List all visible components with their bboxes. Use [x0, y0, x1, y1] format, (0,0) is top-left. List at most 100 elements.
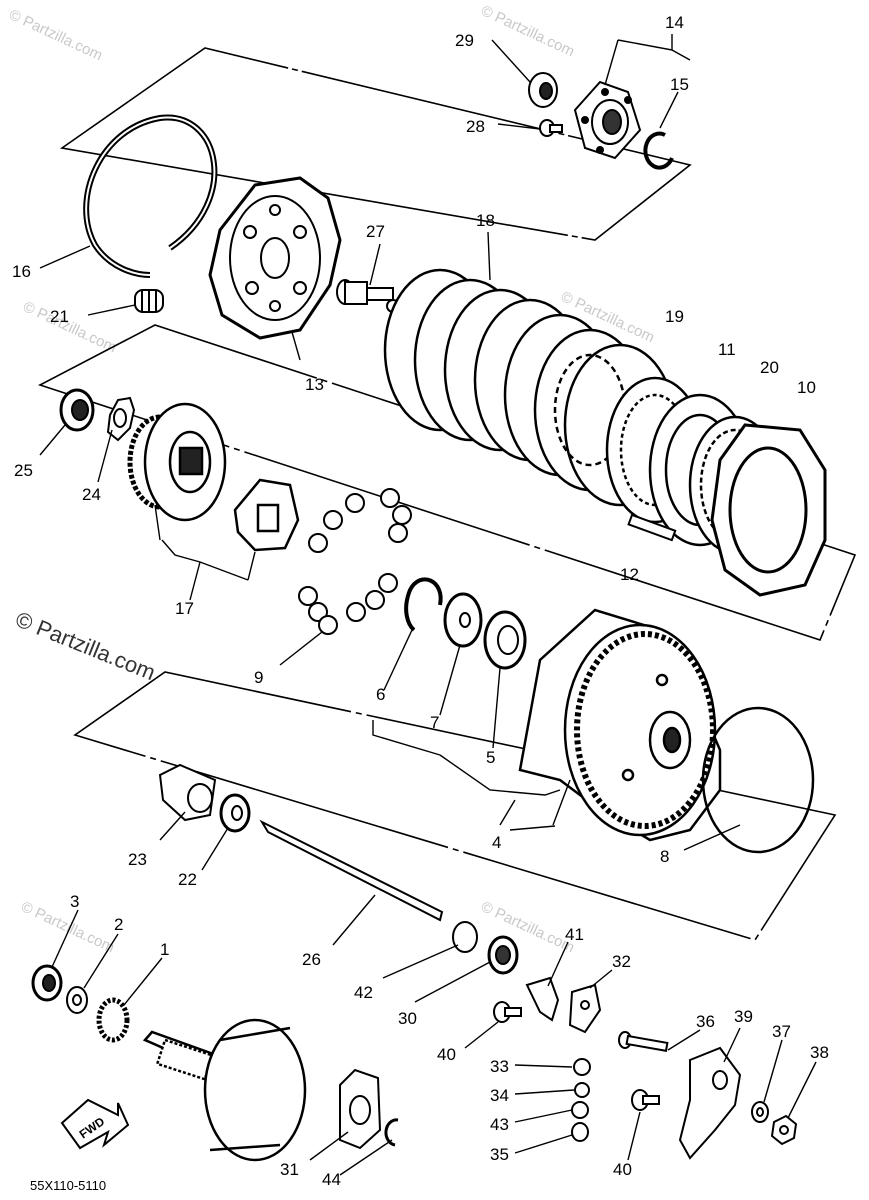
- part-33: [573, 1058, 591, 1076]
- diagram-code: 55X110-5110: [30, 1178, 106, 1193]
- callout-3: 3: [70, 892, 79, 911]
- callout-17: 17: [175, 599, 194, 618]
- part-bolt-36: [618, 1031, 669, 1052]
- part-bearing-3: [31, 964, 63, 1002]
- part-35: [571, 1122, 589, 1142]
- callout-41: 41: [565, 925, 584, 944]
- part-bolt-40b: [631, 1089, 660, 1111]
- part-lever-41: [525, 976, 560, 1022]
- callout-43: 43: [490, 1115, 509, 1134]
- part-43: [571, 1101, 589, 1119]
- callout-6: 6: [376, 685, 385, 704]
- callout-24: 24: [82, 485, 101, 504]
- part-circlip-15: [643, 131, 674, 170]
- watermark-faint: © Partzilla.com: [20, 298, 119, 356]
- callout-36: 36: [696, 1012, 715, 1031]
- callout-40b: 40: [613, 1160, 632, 1179]
- part-collar-23: [158, 763, 217, 822]
- callout-25: 25: [14, 461, 33, 480]
- part-bearing-29: [528, 72, 558, 108]
- part-plate-10: [710, 423, 827, 597]
- callout-23: 23: [128, 850, 147, 869]
- callout-35: 35: [490, 1145, 509, 1164]
- part-bolt-40a: [493, 1001, 522, 1023]
- part-pushrod-27: [336, 279, 400, 313]
- callout-34: 34: [490, 1086, 509, 1105]
- part-washer-37: [751, 1101, 769, 1123]
- part-rollers-9: [298, 488, 412, 635]
- assembly-outlines: [37, 47, 857, 941]
- callout-9: 9: [254, 668, 263, 687]
- part-washer-22: [219, 793, 251, 833]
- callout-15: 15: [670, 75, 689, 94]
- part-washer-7: [443, 592, 483, 648]
- callout-19: 19: [665, 307, 684, 326]
- watermark-faint: © Partzilla.com: [6, 6, 105, 64]
- part-washer-2: [66, 986, 88, 1014]
- callout-18: 18: [476, 211, 495, 230]
- callout-39: 39: [734, 1007, 753, 1026]
- callout-5: 5: [486, 748, 495, 767]
- callout-32: 32: [612, 952, 631, 971]
- callout-13: 13: [305, 375, 324, 394]
- callout-2: 2: [114, 915, 123, 934]
- part-pressure-plate-13: [208, 176, 342, 340]
- callout-27: 27: [366, 222, 385, 241]
- part-lever-31: [339, 1068, 382, 1150]
- callout-42: 42: [354, 983, 373, 1002]
- callout-44: 44: [322, 1170, 341, 1189]
- part-spring-21: [134, 289, 164, 313]
- callout-28: 28: [466, 117, 485, 136]
- callout-21: 21: [50, 307, 69, 326]
- part-bolt-12: [627, 513, 677, 542]
- callout-16: 16: [12, 262, 31, 281]
- callout-30: 30: [398, 1009, 417, 1028]
- callout-labels: 1 2 3 4 5 6 7 8 9 10 11 12 13 14 15 16 1…: [12, 13, 829, 1189]
- upper-assembly-outline: [59, 47, 692, 241]
- part-seal-30: [487, 935, 519, 975]
- callout-11: 11: [718, 340, 736, 359]
- part-housing-4: [518, 608, 722, 842]
- part-washer-24: [106, 396, 136, 442]
- part-screw-28: [539, 119, 563, 137]
- watermark-faint: © Partzilla.com: [18, 898, 117, 956]
- part-ring-16: [83, 114, 218, 278]
- part-oring-8: [701, 706, 815, 854]
- watermark-main: © Partzilla.com: [12, 606, 159, 685]
- callout-29: 29: [455, 31, 474, 50]
- part-gear-1: [96, 997, 130, 1043]
- callout-12: 12: [620, 565, 639, 584]
- callout-31: 31: [280, 1160, 299, 1179]
- callout-37: 37: [772, 1022, 791, 1041]
- callout-14: 14: [665, 13, 684, 32]
- part-link-32: [568, 983, 602, 1034]
- part-circlip-6: [404, 577, 443, 632]
- part-boss-17: [127, 402, 300, 552]
- callout-20: 20: [760, 358, 779, 377]
- part-nut-38: [770, 1114, 798, 1146]
- part-34: [574, 1082, 590, 1098]
- part-circlip-44: [384, 1118, 399, 1147]
- callout-4: 4: [492, 833, 501, 852]
- callout-10: 10: [797, 378, 816, 397]
- part-washer-42: [452, 921, 478, 953]
- callout-33: 33: [490, 1057, 509, 1076]
- callout-7: 7: [430, 713, 439, 732]
- callout-40a: 40: [437, 1045, 456, 1064]
- callout-38: 38: [810, 1043, 829, 1062]
- callout-22: 22: [178, 870, 197, 889]
- part-pushrod-26: [259, 819, 444, 922]
- part-housing-14: [573, 80, 642, 160]
- part-bracket-39: [678, 1046, 742, 1160]
- watermark-faint: © Partzilla.com: [478, 2, 577, 60]
- callout-1: 1: [160, 940, 169, 959]
- middle-assembly-outline: [37, 324, 857, 641]
- part-shaft-assembly: [142, 1018, 307, 1162]
- callout-8: 8: [660, 847, 669, 866]
- part-bearing-5: [483, 610, 527, 670]
- fwd-arrow-icon: [60, 1098, 130, 1150]
- part-nut-25: [59, 388, 95, 432]
- lower-assembly-outline: [73, 671, 837, 941]
- leader-lines: [39, 34, 817, 1176]
